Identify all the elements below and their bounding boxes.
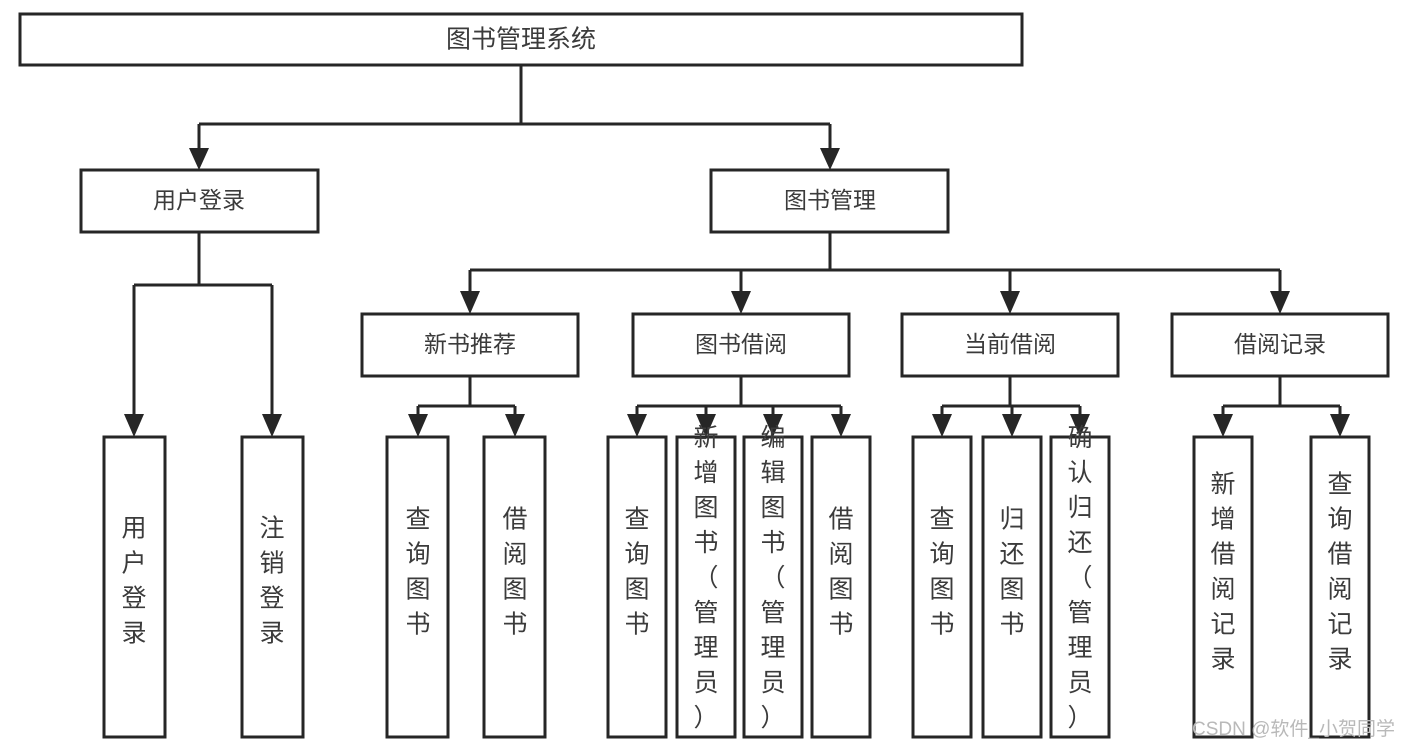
node-new-book-recommend-box[interactable] <box>360 312 580 378</box>
node-leaf-logout[interactable]: 注销登录 <box>240 435 305 739</box>
node-leaf-borrow-book-label: 借阅图书 <box>828 506 853 639</box>
node-borrow-records[interactable]: 借阅记录 <box>1170 312 1390 378</box>
node-leaf-add-record[interactable]: 新增借阅记录 <box>1192 435 1254 739</box>
arrow-head-leaf-borrow-book <box>831 414 851 437</box>
connector-book-management-to-level2 <box>468 232 1282 294</box>
node-current-borrow[interactable]: 当前借阅 <box>900 312 1120 378</box>
node-borrow-records-box[interactable] <box>1170 312 1390 378</box>
node-book-borrow-box[interactable] <box>631 312 851 378</box>
node-leaf-borrow-book-recommend-box[interactable] <box>482 435 547 739</box>
node-leaf-user-login-box[interactable] <box>102 435 167 739</box>
node-leaf-query-book-label: 查询图书 <box>624 506 649 639</box>
node-borrow-records-label: 借阅记录 <box>1234 331 1326 357</box>
arrow-head-leaf-logout <box>262 414 282 437</box>
node-leaf-query-book-recommend-label: 查询图书 <box>405 506 430 639</box>
connector-new-book-recommend-to-leaves <box>416 376 517 418</box>
arrow-head-leaf-return-book <box>1002 414 1022 437</box>
connector-layer <box>124 65 1350 437</box>
node-book-management[interactable]: 图书管理 <box>709 168 950 234</box>
node-new-book-recommend-label: 新书推荐 <box>424 331 516 357</box>
arrow-head-leaf-add-book <box>696 414 716 437</box>
node-root-label: 图书管理系统 <box>446 26 596 54</box>
node-leaf-edit-book-box[interactable] <box>742 435 804 739</box>
node-leaf-borrow-book-recommend[interactable]: 借阅图书 <box>482 435 547 739</box>
arrow-head-leaf-query-book-current <box>932 414 952 437</box>
arrow-head-book-management <box>820 148 840 170</box>
node-leaf-query-book-current-label: 查询图书 <box>929 506 954 639</box>
node-leaf-query-book-current-box[interactable] <box>911 435 973 739</box>
connector-current-borrow-to-leaves <box>940 376 1082 418</box>
node-leaf-add-record-box[interactable] <box>1192 435 1254 739</box>
node-leaf-logout-box[interactable] <box>240 435 305 739</box>
connector-root-to-level1 <box>197 65 832 152</box>
node-leaf-user-login-label: 用户登录 <box>121 515 146 648</box>
node-leaf-query-book-box[interactable] <box>606 435 668 739</box>
arrow-head-leaf-edit-book <box>763 414 783 437</box>
node-leaf-borrow-book-recommend-label: 借阅图书 <box>502 506 527 639</box>
node-leaf-add-record-label: 新增借阅记录 <box>1210 471 1235 674</box>
arrow-head-current-borrow <box>1000 291 1020 314</box>
arrow-head-book-borrow <box>731 291 751 314</box>
node-root-box[interactable] <box>18 12 1024 67</box>
arrow-head-leaf-query-book <box>627 414 647 437</box>
arrow-head-leaf-query-book-recommend <box>408 414 428 437</box>
node-leaf-add-book[interactable]: 新增图书（管理员） <box>675 424 737 739</box>
node-user-login-box[interactable] <box>79 168 320 234</box>
arrow-head-borrow-records <box>1270 291 1290 314</box>
node-book-management-box[interactable] <box>709 168 950 234</box>
arrow-head-leaf-user-login <box>124 414 144 437</box>
node-leaf-edit-book-label: 编辑图书（管理员） <box>760 424 785 732</box>
connector-user-login-to-leaves <box>132 232 274 418</box>
node-leaf-borrow-book-box[interactable] <box>810 435 872 739</box>
arrow-head-leaf-borrow-book-recommend <box>505 414 525 437</box>
node-leaf-add-book-box[interactable] <box>675 435 737 739</box>
node-current-borrow-box[interactable] <box>900 312 1120 378</box>
node-user-login-label: 用户登录 <box>153 187 245 213</box>
node-leaf-logout-label: 注销登录 <box>259 515 284 648</box>
node-leaf-query-book-recommend[interactable]: 查询图书 <box>385 435 450 739</box>
node-book-management-label: 图书管理 <box>784 187 876 213</box>
node-leaf-query-record-label: 查询借阅记录 <box>1327 471 1352 674</box>
connector-borrow-records-to-leaves <box>1221 376 1342 418</box>
arrow-head-user-login <box>189 148 209 170</box>
node-leaf-borrow-book[interactable]: 借阅图书 <box>810 435 872 739</box>
node-leaf-query-book[interactable]: 查询图书 <box>606 435 668 739</box>
node-leaf-user-login[interactable]: 用户登录 <box>102 435 167 739</box>
node-leaf-return-book[interactable]: 归还图书 <box>981 435 1043 739</box>
node-book-borrow-label: 图书借阅 <box>695 331 787 357</box>
node-leaf-query-record[interactable]: 查询借阅记录 <box>1309 435 1371 739</box>
arrow-head-leaf-add-record <box>1213 414 1233 437</box>
node-leaf-confirm-return[interactable]: 确认归还（管理员） <box>1049 424 1111 739</box>
node-leaf-add-book-label: 新增图书（管理员） <box>693 424 718 732</box>
node-new-book-recommend[interactable]: 新书推荐 <box>360 312 580 378</box>
node-leaf-query-record-box[interactable] <box>1309 435 1371 739</box>
node-leaf-query-book-current[interactable]: 查询图书 <box>911 435 973 739</box>
node-leaf-confirm-return-box[interactable] <box>1049 435 1111 739</box>
node-leaf-return-book-label: 归还图书 <box>999 506 1024 639</box>
leaf-nodes-layer: 用户登录 注销登录 查询图书 借阅图书 查询图书 新增图书（管理员） <box>102 424 1371 739</box>
node-current-borrow-label: 当前借阅 <box>964 331 1056 357</box>
node-book-borrow[interactable]: 图书借阅 <box>631 312 851 378</box>
watermark-label: CSDN @软件_小贺同学 <box>1192 718 1395 740</box>
node-leaf-query-book-recommend-box[interactable] <box>385 435 450 739</box>
node-user-login[interactable]: 用户登录 <box>79 168 320 234</box>
arrow-head-leaf-confirm-return <box>1070 414 1090 437</box>
connector-book-borrow-to-leaves <box>635 376 843 418</box>
arrow-head-new-book-recommend <box>460 291 480 314</box>
arrow-head-leaf-query-record <box>1330 414 1350 437</box>
node-leaf-return-book-box[interactable] <box>981 435 1043 739</box>
node-leaf-edit-book[interactable]: 编辑图书（管理员） <box>742 424 804 739</box>
node-leaf-confirm-return-label: 确认归还（管理员） <box>1067 424 1092 732</box>
node-root[interactable]: 图书管理系统 <box>18 12 1024 67</box>
